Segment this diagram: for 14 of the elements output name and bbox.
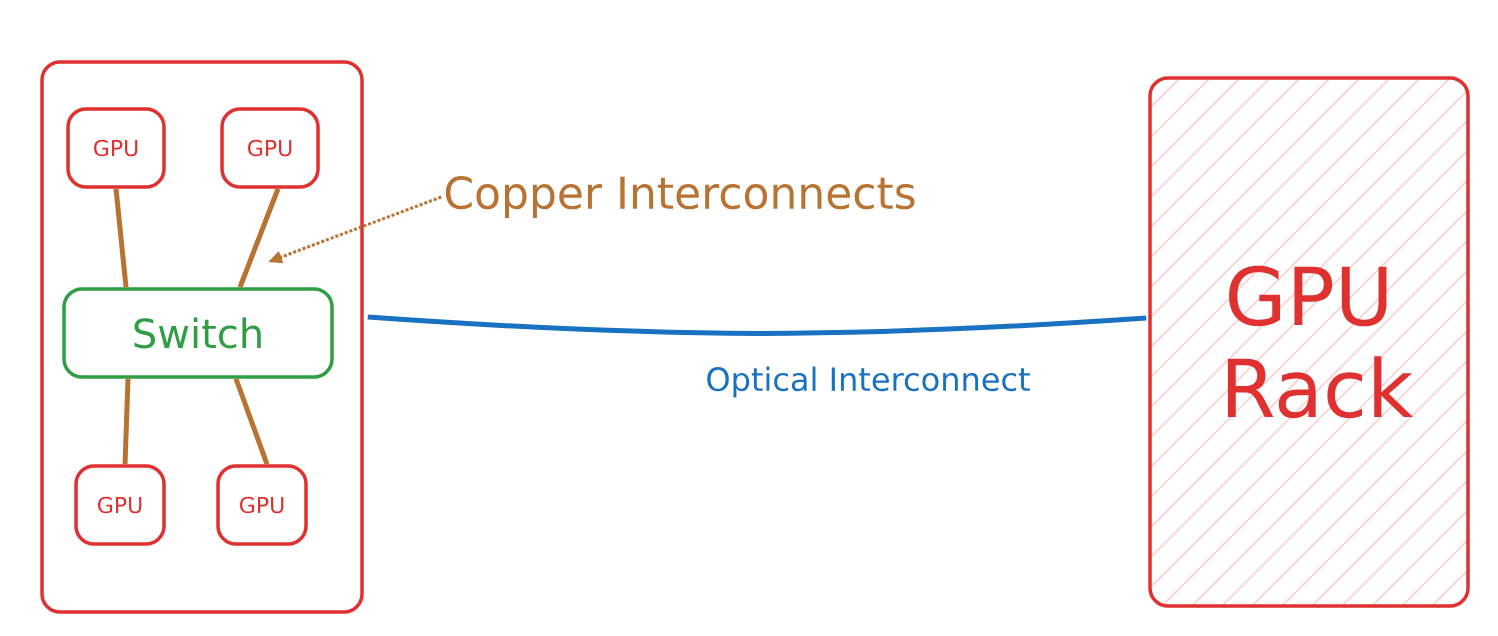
edge-label: Optical Interconnect <box>707 366 1030 398</box>
enclosure-box <box>40 60 364 614</box>
optical-link <box>367 314 1147 336</box>
gpu-box: GPU <box>66 107 166 189</box>
gpu-box: GPU <box>216 464 308 546</box>
switch-box: Switch <box>62 287 334 379</box>
copper-link <box>237 187 281 289</box>
gpu-box: GPU <box>74 464 166 546</box>
rack-box: GPU Rack <box>1148 76 1470 608</box>
copper-link <box>113 188 129 288</box>
label-text: Copper Interconnects <box>445 176 915 218</box>
copper-link <box>122 378 131 465</box>
gpu-box: GPU <box>220 107 320 189</box>
copper-link <box>233 377 270 466</box>
